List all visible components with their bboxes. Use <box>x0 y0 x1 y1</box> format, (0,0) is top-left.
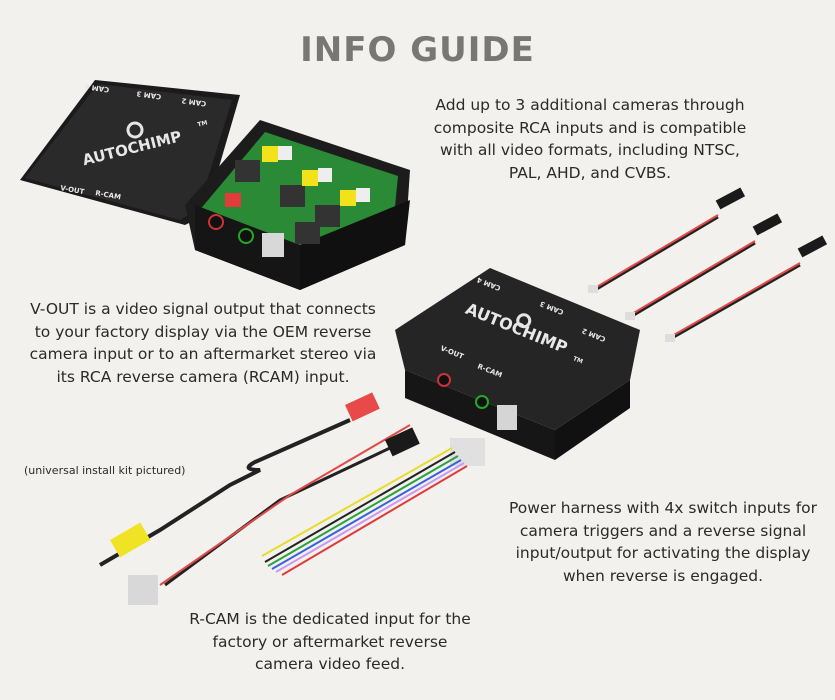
device-base-open <box>185 120 410 290</box>
power-connector <box>262 233 284 257</box>
rca-jack-yellow-3 <box>340 190 356 206</box>
camera-cable-1 <box>588 187 746 293</box>
rca-plug-yellow <box>109 522 151 558</box>
rca-jack-yellow-1 <box>262 146 278 162</box>
caption-vout: V-OUT is a video signal output that conn… <box>29 300 377 386</box>
lid-label-cam4: CAM 4 <box>84 82 110 93</box>
device-lid: AUTOCHIMP TM CAM 4 CAM 3 CAM 2 V-OUT R-C… <box>20 80 240 225</box>
lid-trademark: TM <box>197 119 208 128</box>
install-kit <box>98 392 485 605</box>
rca-jack-yellow-2 <box>302 170 318 186</box>
page-title: INFO GUIDE <box>300 30 535 70</box>
caption-rcam: R-CAM is the dedicated input for the fac… <box>189 610 471 673</box>
camera-cables <box>588 187 828 342</box>
camera-cable-2 <box>625 213 783 320</box>
device-closed: AUTOCHIMP TM CAM 4 CAM 3 CAM 2 V-OUT R-C… <box>395 268 640 460</box>
caption-kit-note: (universal install kit pictured) <box>24 464 186 477</box>
power-harness-connector <box>450 438 485 466</box>
rcam-connector <box>128 575 158 605</box>
gear-logo-icon <box>126 121 144 139</box>
rca-jack-red <box>225 193 241 207</box>
rca-plug-red <box>345 392 380 422</box>
gear-logo-icon <box>516 313 532 329</box>
rca-plug-black <box>385 427 420 457</box>
camera-cable-3 <box>665 235 828 342</box>
caption-power: Power harness with 4x switch inputs for … <box>508 499 818 585</box>
lid-label-cam3: CAM 3 <box>136 89 162 100</box>
lid-label-cam2: CAM 2 <box>181 96 207 107</box>
caption-cameras: Add up to 3 additional cameras through c… <box>433 96 747 182</box>
device-trademark: TM <box>572 355 584 365</box>
